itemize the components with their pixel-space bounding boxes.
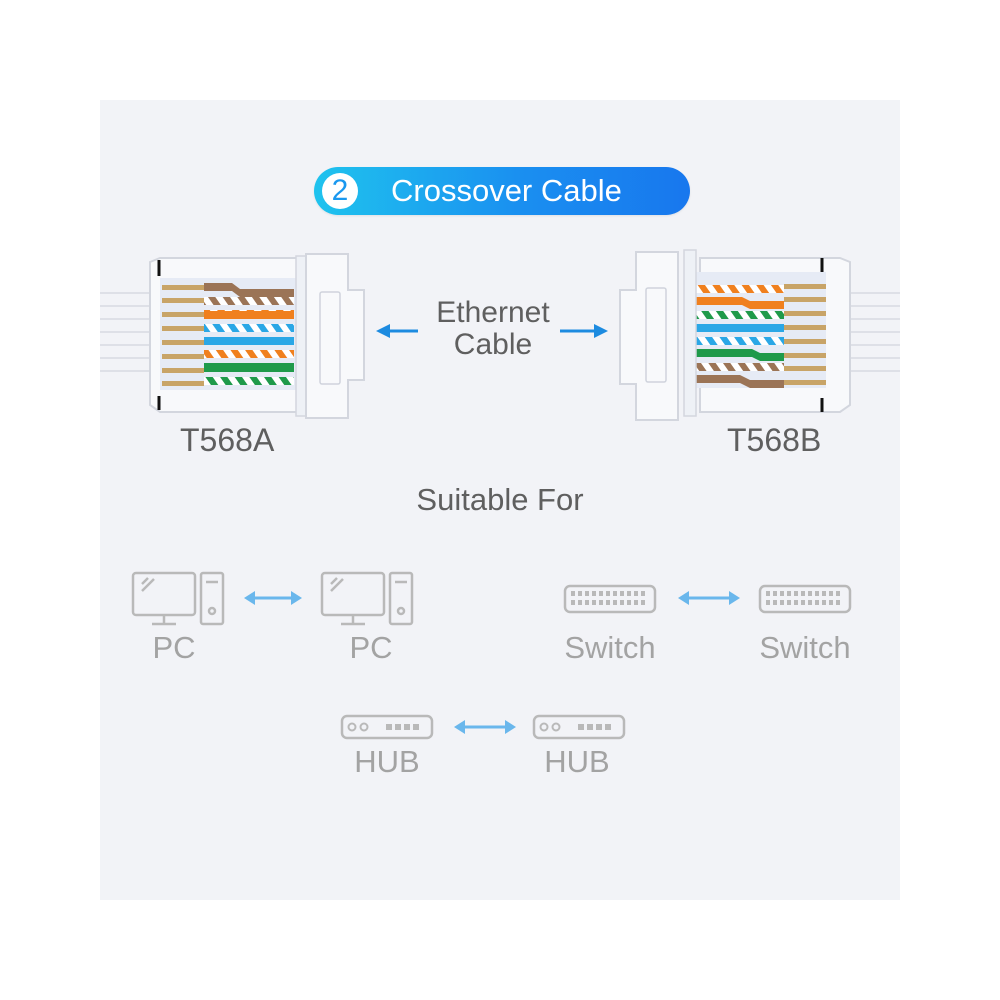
device-label-pc-left: PC <box>152 630 196 665</box>
wires-t568b <box>688 284 826 388</box>
hub-icon <box>340 714 434 740</box>
arrow-right-icon <box>594 324 608 338</box>
cable-strands-left <box>100 292 150 372</box>
device-label-pc-right: PC <box>349 630 393 665</box>
ethernet-label-line1: Ethernet <box>436 296 550 329</box>
ethernet-cable-label: Ethernet Cable <box>420 297 566 361</box>
diagram-panel <box>100 100 900 900</box>
title-badge: 2 Crossover Cable <box>314 167 690 215</box>
rj45-connector-right <box>619 249 900 421</box>
diagram-title: Crossover Cable <box>391 173 622 208</box>
device-label-hub-right: HUB <box>544 744 610 779</box>
wires-t568a <box>162 283 294 386</box>
step-number: 2 <box>322 173 358 209</box>
double-arrow-icon <box>244 591 302 605</box>
pc-icon <box>320 571 414 626</box>
ethernet-arrows <box>376 324 608 338</box>
arrow-left-icon <box>376 324 390 338</box>
device-label-switch-right: Switch <box>759 630 851 665</box>
rj45-connector-left <box>100 253 365 419</box>
hub-icon <box>532 714 626 740</box>
pc-icon <box>131 571 225 626</box>
suitable-for-heading: Suitable For <box>416 482 584 517</box>
cable-strands-right <box>850 292 900 372</box>
standard-left-label: T568A <box>180 422 275 458</box>
device-label-switch-left: Switch <box>564 630 656 665</box>
switch-icon <box>758 584 852 614</box>
double-arrow-icon <box>454 720 516 734</box>
double-arrow-icon <box>678 591 740 605</box>
switch-icon <box>563 584 657 614</box>
standard-right-label: T568B <box>727 422 822 458</box>
device-label-hub-left: HUB <box>354 744 420 779</box>
ethernet-label-line2: Cable <box>453 328 533 361</box>
